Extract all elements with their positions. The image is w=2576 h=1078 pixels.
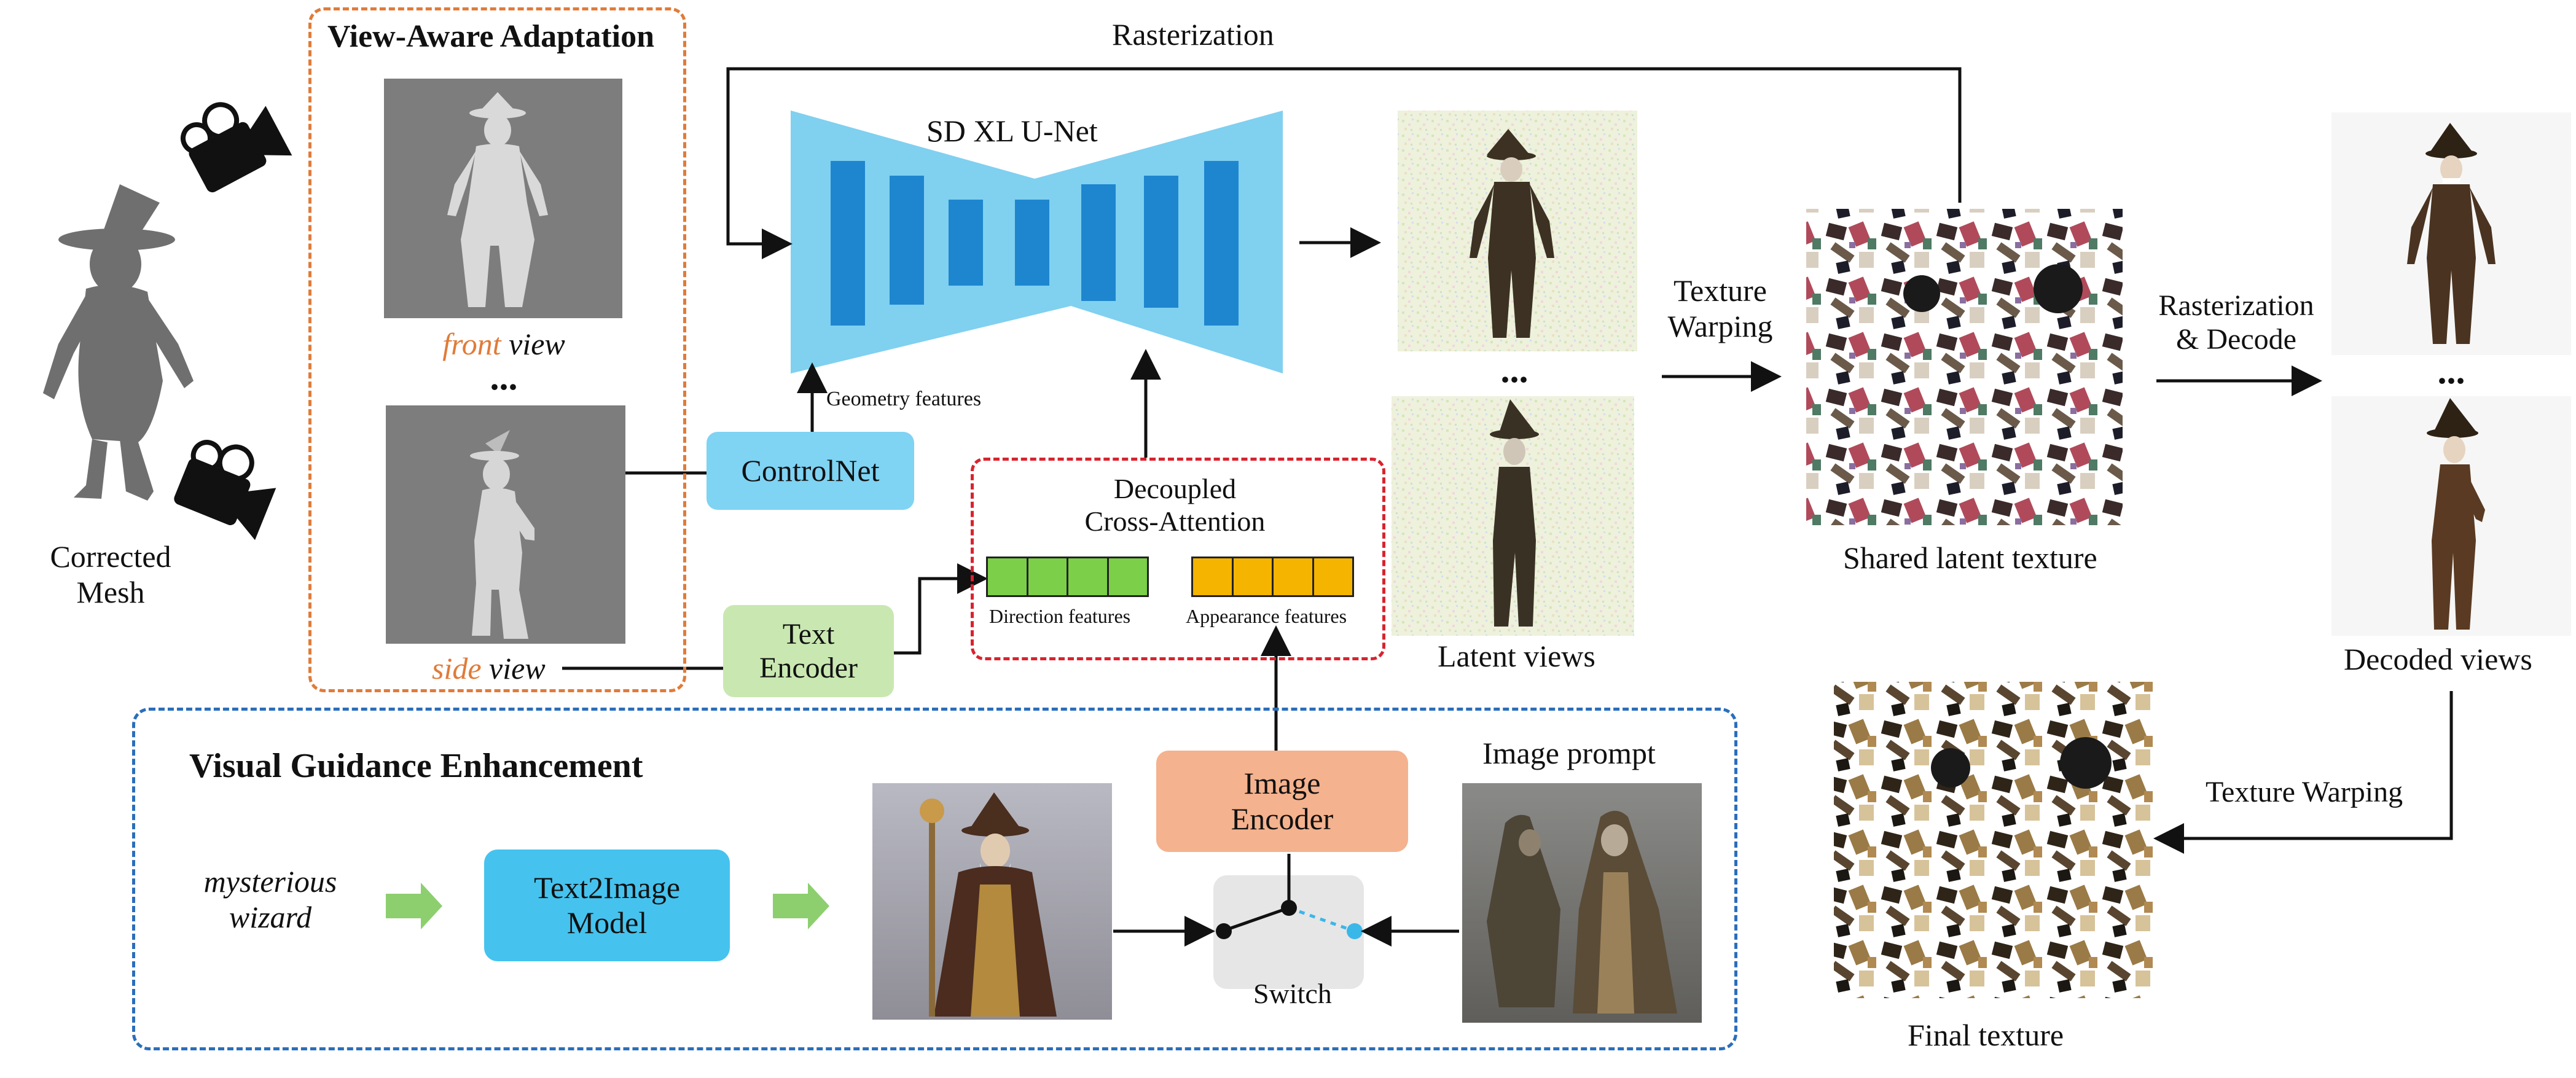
latent-view-side <box>1392 396 1634 636</box>
corrected-mesh-line1: Corrected <box>50 539 171 574</box>
front-view-label: front view <box>381 327 627 362</box>
image-encoder-box: Image Encoder <box>1156 751 1408 852</box>
direction-feature-cells <box>986 557 1149 597</box>
front-depth-render <box>384 79 622 318</box>
cross-attention-frame <box>971 458 1385 660</box>
final-texture-image <box>1834 682 2155 998</box>
front-view-rest: view <box>501 327 565 361</box>
text-encoder-box: Text Encoder <box>723 605 894 697</box>
text-encoder-line1: Text <box>782 617 835 650</box>
side-view-rest: view <box>481 651 546 685</box>
direction-features-label: Direction features <box>989 605 1131 627</box>
image-prompt-label: Image prompt <box>1482 736 1656 770</box>
text-prompt-line1: mysterious <box>203 864 337 899</box>
cross-attention-label: Decoupled Cross-Attention <box>983 473 1367 538</box>
view-aware-frame <box>308 7 686 692</box>
corrected-mesh-line2: Mesh <box>76 574 145 609</box>
text2image-box: Text2Image Model <box>484 850 730 961</box>
texture-eye-detail <box>1903 275 1940 312</box>
text2image-line1: Text2Image <box>533 870 681 905</box>
visual-guidance-frame <box>132 708 1737 1050</box>
unet-title: SD XL U-Net <box>926 114 1098 148</box>
latent-view-front <box>1398 111 1637 351</box>
texture-eye-detail <box>1931 748 1970 787</box>
text-encoder-line2: Encoder <box>759 652 858 684</box>
side-view-label: side view <box>432 651 546 687</box>
view-ellipsis: ... <box>490 357 518 397</box>
image-encoder-line1: Image <box>1243 766 1321 800</box>
appearance-features-label: Appearance features <box>1186 605 1347 627</box>
text-prompt-label: mysterious wizard <box>178 864 362 935</box>
decoded-ellipsis: ... <box>2437 351 2465 391</box>
camera-icon <box>181 102 292 193</box>
generated-wizard-image <box>872 783 1112 1020</box>
switch-label: Switch <box>1253 978 1332 1009</box>
image-prompt-image <box>1462 783 1702 1023</box>
rasterization-decode-line2: & Decode <box>2176 323 2296 356</box>
image-encoder-line2: Encoder <box>1231 801 1334 836</box>
texture-eye-detail <box>2034 264 2083 313</box>
geometry-features-label: Geometry features <box>826 388 982 410</box>
switch-box <box>1213 875 1364 989</box>
controlnet-label: ControlNet <box>741 453 880 488</box>
decoded-views-caption: Decoded views <box>2344 642 2532 676</box>
final-texture-caption: Final texture <box>1908 1018 2064 1052</box>
cross-attention-line1: Decoupled <box>1113 473 1237 504</box>
front-view-emphasis: front <box>442 327 501 361</box>
shared-latent-texture-image <box>1806 209 2123 525</box>
texture-warping-line1: Texture <box>1674 273 1767 308</box>
shared-latent-texture-caption: Shared latent texture <box>1843 541 2097 575</box>
corrected-mesh-label: Corrected Mesh <box>18 539 203 610</box>
rasterization-decode-label: Rasterization & Decode <box>2132 289 2341 356</box>
camera-icon <box>174 440 276 541</box>
cross-attention-line2: Cross-Attention <box>1084 505 1266 537</box>
rasterization-top-label: Rasterization <box>1112 17 1274 52</box>
decoded-view-front <box>2331 112 2571 355</box>
texture-eye-detail <box>2060 737 2112 789</box>
decoded-view-side <box>2331 396 2571 636</box>
corrected-mesh-figure <box>43 184 194 501</box>
appearance-feature-cells <box>1191 557 1354 597</box>
texture-warping-line2: Warping <box>1667 308 1773 343</box>
switch-mechanism <box>1216 854 1363 939</box>
side-view-emphasis: side <box>432 651 482 685</box>
latent-views-caption: Latent views <box>1438 639 1595 673</box>
rasterization-decode-line1: Rasterization <box>2158 289 2314 322</box>
texture-warping-2-label: Texture Warping <box>2206 776 2403 808</box>
texture-warping-label: Texture Warping <box>1628 273 1812 344</box>
side-depth-render <box>386 405 625 644</box>
unet-blocks <box>831 161 1239 326</box>
controlnet-box: ControlNet <box>707 432 914 510</box>
visual-guidance-title: Visual Guidance Enhancement <box>189 747 643 785</box>
green-arrows <box>386 883 829 929</box>
text2image-line2: Model <box>566 905 648 940</box>
view-aware-title: View-Aware Adaptation <box>327 19 655 54</box>
text-prompt-line2: wizard <box>229 899 312 934</box>
latent-ellipsis: ... <box>1500 350 1529 390</box>
